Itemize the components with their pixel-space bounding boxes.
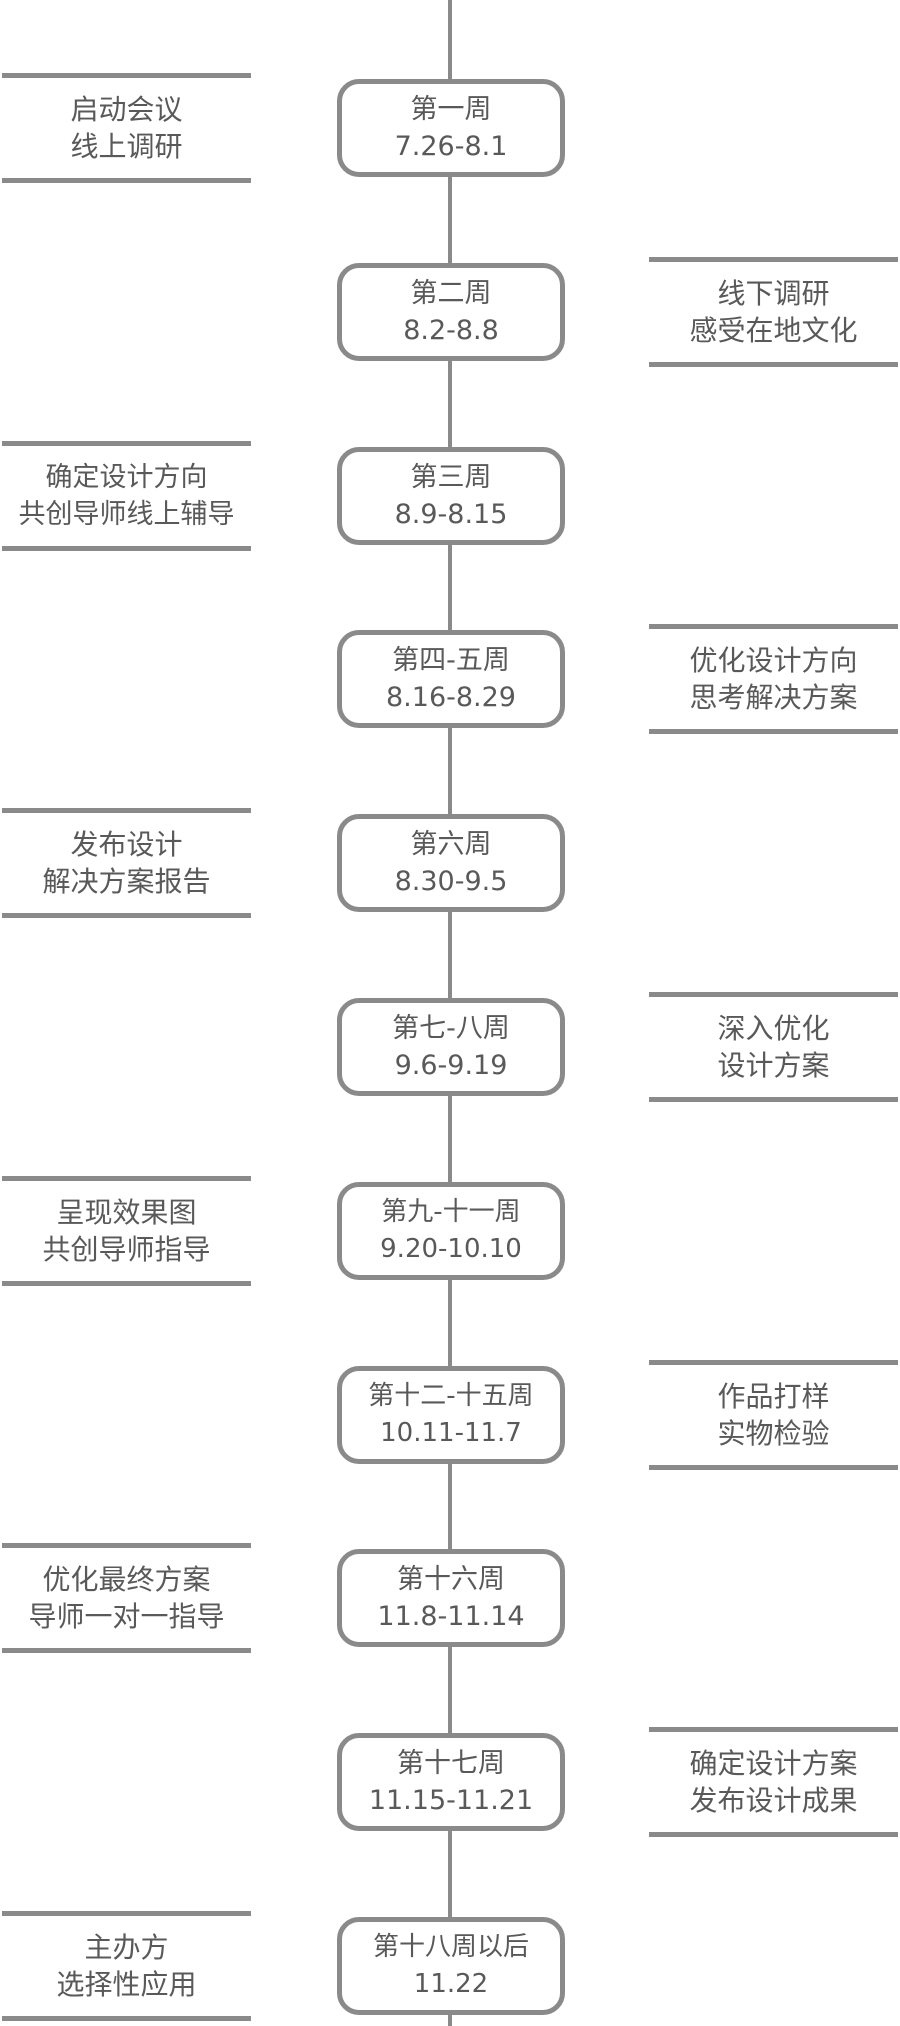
milestone-note-left: 发布设计解决方案报告: [2, 808, 251, 918]
week-dates: 9.20-10.10: [380, 1234, 522, 1264]
week-node: 第六周 8.30-9.5: [337, 814, 565, 912]
milestone-text: 线上调研: [70, 130, 183, 163]
week-node: 第九-十一周 9.20-10.10: [337, 1182, 565, 1280]
milestone-text: 优化设计方向: [689, 644, 858, 677]
milestone-text: 感受在地文化: [689, 314, 858, 347]
week-label: 第十二-十五周: [368, 1381, 534, 1411]
week-node: 第十七周 11.15-11.21: [337, 1733, 565, 1831]
milestone-note-left: 呈现效果图共创导师指导: [2, 1176, 251, 1286]
week-label: 第二周: [410, 278, 492, 309]
milestone-text: 作品打样: [717, 1380, 830, 1413]
week-node: 第十二-十五周 10.11-11.7: [337, 1366, 565, 1464]
week-label: 第九-十一周: [381, 1197, 521, 1227]
week-dates: 8.16-8.29: [386, 682, 516, 713]
milestone-note-left: 主办方选择性应用: [2, 1911, 251, 2021]
milestone-text: 确定设计方案: [689, 1747, 858, 1780]
milestone-note-right: 深入优化设计方案: [649, 992, 898, 1102]
milestone-note-right: 确定设计方案发布设计成果: [649, 1727, 898, 1837]
milestone-text: 主办方: [84, 1931, 169, 1964]
milestone-note-right: 线下调研感受在地文化: [649, 257, 898, 367]
week-label: 第十八周以后: [372, 1932, 529, 1962]
week-dates: 7.26-8.1: [394, 131, 508, 162]
milestone-text: 共创导师指导: [42, 1233, 211, 1266]
week-node: 第二周 8.2-8.8: [337, 263, 565, 361]
milestone-text: 设计方案: [717, 1049, 830, 1082]
week-node: 第三周 8.9-8.15: [337, 447, 565, 545]
week-dates: 9.6-9.19: [394, 1050, 508, 1081]
week-node: 第十六周 11.8-11.14: [337, 1549, 565, 1647]
milestone-text: 确定设计方向: [45, 462, 208, 493]
milestone-text: 发布设计: [70, 828, 183, 861]
week-node: 第七-八周 9.6-9.19: [337, 998, 565, 1096]
milestone-text: 深入优化: [717, 1012, 830, 1045]
milestone-text: 共创导师线上辅导: [18, 499, 235, 530]
week-node: 第十八周以后 11.22: [337, 1917, 565, 2015]
week-label: 第三周: [410, 462, 492, 493]
week-label: 第十七周: [397, 1748, 505, 1779]
milestone-text: 实物检验: [717, 1417, 830, 1450]
week-dates: 8.2-8.8: [403, 315, 499, 346]
week-label: 第一周: [410, 94, 492, 125]
milestone-note-left: 优化最终方案导师一对一指导: [2, 1543, 251, 1653]
week-node: 第一周 7.26-8.1: [337, 79, 565, 177]
milestone-note-right: 优化设计方向思考解决方案: [649, 624, 898, 734]
milestone-text: 发布设计成果: [689, 1784, 858, 1817]
milestone-note-right: 作品打样实物检验: [649, 1360, 898, 1470]
milestone-text: 解决方案报告: [42, 865, 211, 898]
week-label: 第六周: [410, 829, 492, 860]
week-dates: 11.22: [413, 1969, 489, 1999]
week-node: 第四-五周 8.16-8.29: [337, 630, 565, 728]
week-dates: 8.9-8.15: [394, 499, 508, 530]
milestone-text: 优化最终方案: [42, 1563, 211, 1596]
milestone-note-left: 确定设计方向共创导师线上辅导: [2, 441, 251, 551]
week-label: 第四-五周: [392, 645, 510, 676]
week-label: 第十六周: [397, 1564, 505, 1595]
milestone-text: 线下调研: [717, 277, 830, 310]
milestone-text: 选择性应用: [56, 1968, 197, 2001]
milestone-note-left: 启动会议线上调研: [2, 73, 251, 183]
milestone-text: 思考解决方案: [689, 681, 858, 714]
week-label: 第七-八周: [392, 1013, 510, 1044]
week-dates: 10.11-11.7: [380, 1418, 522, 1448]
week-dates: 11.15-11.21: [368, 1785, 534, 1816]
week-dates: 8.30-9.5: [394, 866, 508, 897]
milestone-text: 启动会议: [70, 93, 183, 126]
milestone-text: 呈现效果图: [56, 1196, 197, 1229]
week-dates: 11.8-11.14: [377, 1601, 525, 1632]
milestone-text: 导师一对一指导: [28, 1600, 225, 1633]
